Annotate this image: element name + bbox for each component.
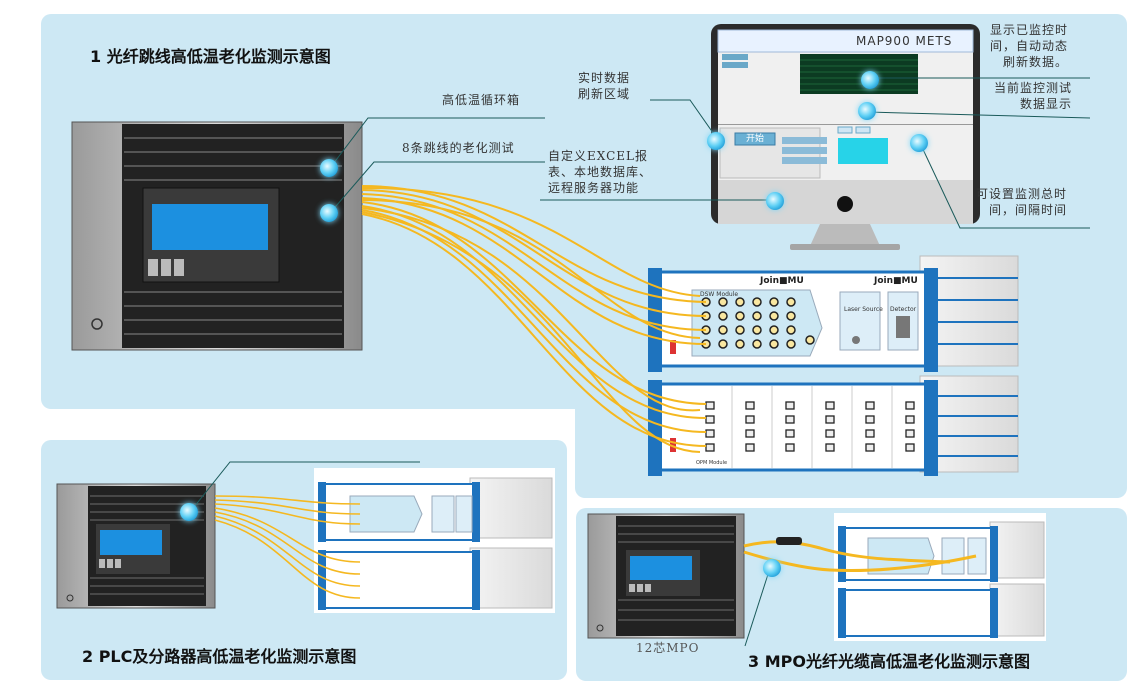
label-current-data: 当前监控测试 数据显示 bbox=[994, 81, 1073, 111]
callout-line-3 bbox=[744, 567, 771, 647]
label-excel: 自定义EXCEL报 表、本地数据库、 远程服务器功能 bbox=[548, 149, 653, 195]
label-chamber: 高低温循环箱 bbox=[442, 93, 521, 107]
label-set-time: 可设置监测总时 间，间隔时间 bbox=[976, 187, 1068, 217]
marker-show-time bbox=[861, 71, 879, 89]
climate-chamber-small bbox=[56, 483, 216, 609]
section-2-title: 2 PLC及分路器高低温老化监测示意图 bbox=[82, 647, 357, 666]
laser-source-label: Laser Source bbox=[844, 306, 883, 313]
opm-module-label: OPM Module bbox=[696, 460, 728, 466]
rack-opm-bottom bbox=[648, 375, 1019, 476]
marker-section-2 bbox=[180, 503, 198, 521]
marker-chamber bbox=[320, 159, 338, 177]
rack-brand-2: Join■MU bbox=[874, 276, 918, 286]
label-show-time: 显示已监控时 间，自动动态 刷新数据。 bbox=[990, 23, 1069, 69]
dsw-connector-grid bbox=[701, 297, 815, 349]
marker-excel bbox=[766, 192, 784, 210]
rack-brand-1: Join■MU bbox=[760, 276, 804, 286]
callout-lines-1 bbox=[329, 77, 1091, 229]
label-jumper-test: 8条跳线的老化测试 bbox=[402, 141, 515, 155]
marker-current-data bbox=[858, 102, 876, 120]
monitor-app-title: MAP900 METS bbox=[856, 34, 953, 48]
climate-chamber-mpo bbox=[587, 513, 745, 639]
monitor-start-button[interactable]: 开始 bbox=[746, 134, 765, 144]
rack-section-2 bbox=[314, 468, 555, 613]
fiber-bundle-1 bbox=[361, 185, 707, 453]
section-3-title: 3 MPO光纤光缆高低温老化监测示意图 bbox=[748, 652, 1030, 671]
section-1-title: 1 光纤跳线高低温老化监测示意图 bbox=[90, 47, 331, 66]
label-mpo: 12芯MPO bbox=[636, 641, 700, 655]
marker-jumper-test bbox=[320, 204, 338, 222]
marker-section-3 bbox=[763, 559, 781, 577]
label-refresh-area: 实时数据 刷新区域 bbox=[578, 71, 631, 101]
detector-label: Detector bbox=[890, 306, 917, 313]
dsw-module-label: DSW Module bbox=[700, 291, 739, 298]
marker-set-time bbox=[910, 134, 928, 152]
climate-chamber-large bbox=[71, 121, 363, 351]
callout-line-2 bbox=[189, 461, 420, 513]
rack-section-3 bbox=[834, 513, 1046, 641]
fiber-bundle-2 bbox=[214, 495, 361, 599]
marker-refresh-area bbox=[707, 132, 725, 150]
mpo-connector bbox=[776, 537, 802, 545]
monitor bbox=[711, 24, 980, 250]
